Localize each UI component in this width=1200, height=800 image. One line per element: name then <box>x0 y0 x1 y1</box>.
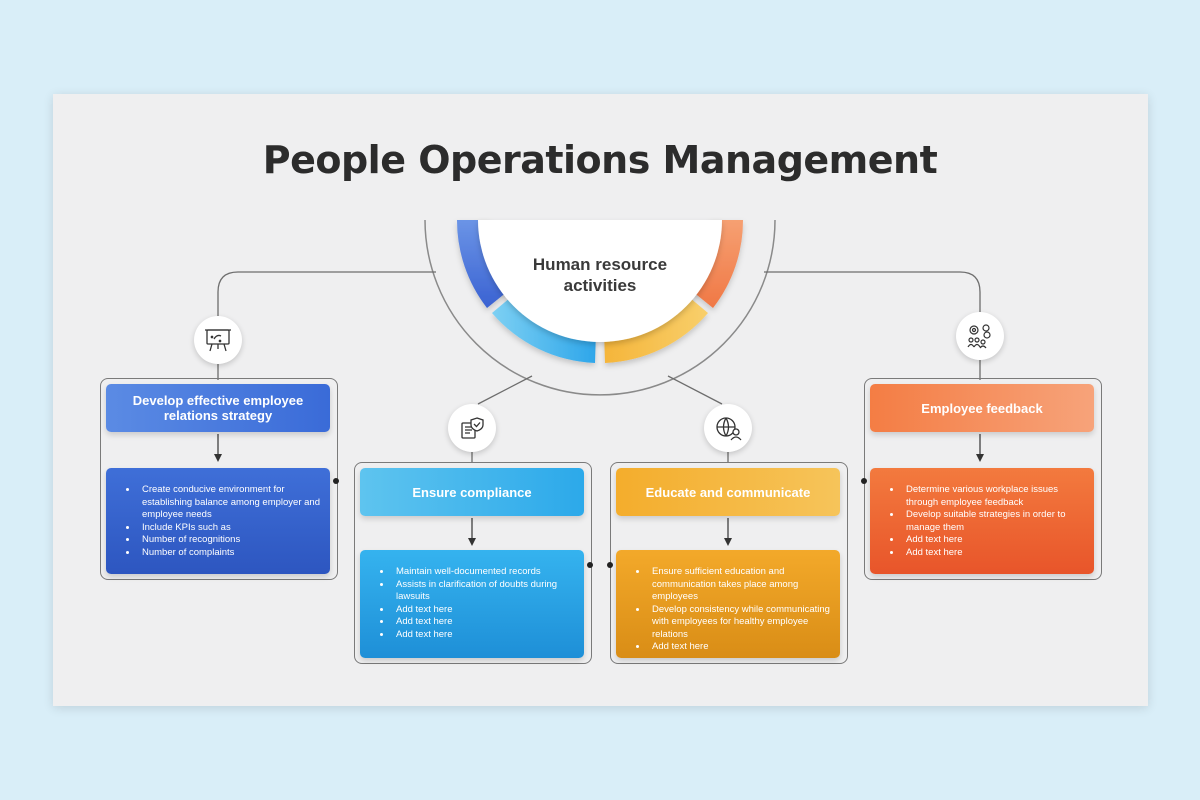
connector-dot <box>607 562 613 568</box>
list-item: Develop suitable strategies in order to … <box>902 509 1084 534</box>
list-item: Number of recognitions <box>138 534 320 547</box>
list-item: Develop consistency while communicating … <box>648 604 830 642</box>
branch-body-compliance: Maintain well-documented records Assists… <box>360 550 584 658</box>
hub-label: Human resource activities <box>532 255 668 295</box>
branch-body-relations: Create conducive environment for establi… <box>106 468 330 574</box>
branch-heading-feedback: Employee feedback <box>870 384 1094 432</box>
connector-dot <box>333 478 339 484</box>
list-item: Determine various workplace issues throu… <box>902 484 1084 509</box>
global-communication-icon <box>704 404 752 452</box>
presentation-board-icon <box>194 316 242 364</box>
branch-body-feedback: Determine various workplace issues throu… <box>870 468 1094 574</box>
hub-outer-arc <box>424 219 776 396</box>
connector-dot <box>861 478 867 484</box>
branch-heading-educate: Educate and communicate <box>616 468 840 516</box>
branch-heading-relations: Develop effective employee relations str… <box>106 384 330 432</box>
list-item: Ensure sufficient education and communic… <box>648 566 830 604</box>
hub-center <box>478 220 722 342</box>
page-title: People Operations Management <box>262 138 938 182</box>
list-item: Add text here <box>392 629 574 642</box>
list-item: Add text here <box>392 616 574 629</box>
connector-dot <box>587 562 593 568</box>
list-item: Create conducive environment for establi… <box>138 484 320 522</box>
list-item: Add text here <box>392 604 574 617</box>
feedback-team-icon <box>956 312 1004 360</box>
branch-heading-compliance: Ensure compliance <box>360 468 584 516</box>
list-item: Maintain well-documented records <box>392 566 574 579</box>
list-item: Number of complaints <box>138 547 320 560</box>
list-item: Assists in clarification of doubts durin… <box>392 579 574 604</box>
list-item: Include KPIs such as <box>138 522 320 535</box>
branch-body-educate: Ensure sufficient education and communic… <box>616 550 840 658</box>
compliance-document-icon <box>448 404 496 452</box>
list-item: Add text here <box>902 547 1084 560</box>
list-item: Add text here <box>648 641 830 654</box>
list-item: Add text here <box>902 534 1084 547</box>
